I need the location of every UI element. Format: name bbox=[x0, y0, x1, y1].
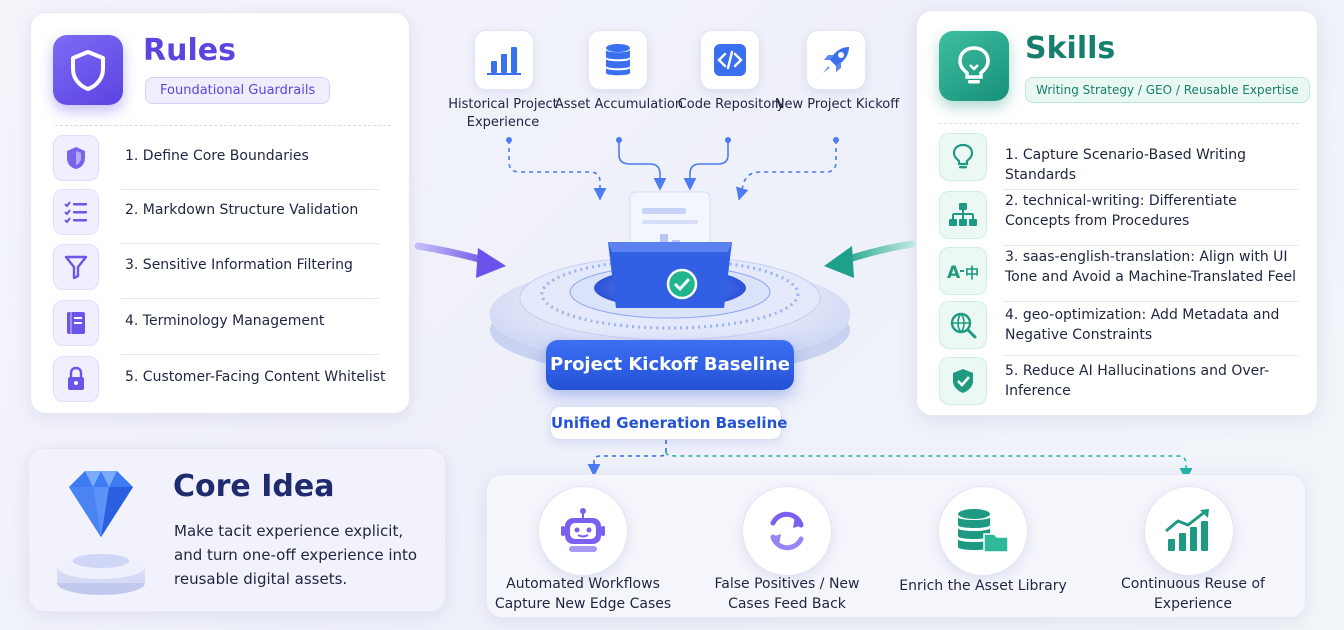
skills-title: Skills bbox=[1025, 31, 1116, 66]
hierarchy-icon bbox=[939, 191, 987, 239]
divider bbox=[1003, 245, 1299, 246]
bar-chart-icon bbox=[474, 30, 534, 90]
flow-step-label: False Positives / New Cases Feed Back bbox=[714, 576, 860, 612]
rule-item: 4. Terminology Management bbox=[53, 298, 389, 355]
robot-icon bbox=[538, 486, 628, 576]
input-label: Asset Accumulation bbox=[554, 97, 684, 112]
growth-chart-icon bbox=[1144, 486, 1234, 576]
shield-check-icon bbox=[939, 357, 987, 405]
shield-icon bbox=[53, 135, 99, 181]
rule-label: 4. Terminology Management bbox=[125, 313, 325, 329]
rule-item: 5. Customer-Facing Content Whitelist bbox=[53, 354, 389, 402]
divider bbox=[1003, 301, 1299, 302]
rule-label: 2. Markdown Structure Validation bbox=[125, 202, 359, 218]
core-idea-title: Core Idea bbox=[173, 469, 335, 504]
divider bbox=[55, 125, 391, 126]
skills-subtitle-badge: Writing Strategy / GEO / Reusable Expert… bbox=[1025, 77, 1310, 103]
skill-label: 5. Reduce AI Hallucinations and Over-Inf… bbox=[1005, 363, 1270, 399]
rule-item: 2. Markdown Structure Validation bbox=[53, 187, 389, 244]
input-label: Historical Project Experience bbox=[448, 97, 558, 130]
rules-subtitle-badge: Foundational Guardrails bbox=[145, 77, 331, 104]
unified-generation-baseline: Unified Generation Baseline bbox=[550, 406, 787, 440]
database-icon bbox=[588, 30, 648, 90]
skill-item: 5. Reduce AI Hallucinations and Over-Inf… bbox=[939, 357, 1299, 409]
divider bbox=[121, 189, 379, 190]
rules-panel: Rules Foundational Guardrails 1. Define … bbox=[30, 12, 410, 414]
divider bbox=[121, 243, 379, 244]
funnel-icon bbox=[53, 244, 99, 290]
input-label: Code Repository bbox=[677, 97, 785, 112]
svg-text:中: 中 bbox=[965, 265, 979, 282]
shield-icon bbox=[53, 35, 123, 105]
code-icon bbox=[700, 30, 760, 90]
lightbulb-icon bbox=[939, 31, 1009, 101]
checklist-icon bbox=[53, 189, 99, 235]
input-label: New Project Kickoff bbox=[774, 97, 900, 112]
skill-label: 4. geo-optimization: Add Metadata and Ne… bbox=[1005, 307, 1280, 343]
skill-label: 2. technical-writing: Differentiate Conc… bbox=[1005, 193, 1237, 229]
rule-label: 3. Sensitive Information Filtering bbox=[125, 257, 353, 273]
divider bbox=[939, 123, 1299, 124]
refresh-icon bbox=[742, 486, 832, 576]
rule-item: 1. Define Core Boundaries bbox=[53, 133, 389, 190]
book-icon bbox=[53, 300, 99, 346]
divider bbox=[1003, 355, 1299, 356]
lock-icon bbox=[53, 356, 99, 402]
lightbulb-icon bbox=[939, 133, 987, 181]
skill-label: 3. saas-english-translation: Align with … bbox=[1005, 249, 1297, 285]
skill-item: 2. technical-writing: Differentiate Conc… bbox=[939, 191, 1299, 246]
core-idea-panel: Core Idea Make tacit experience explicit… bbox=[28, 448, 446, 612]
flow-step-label: Continuous Reuse of Experience bbox=[1121, 576, 1265, 612]
skill-item: 4. geo-optimization: Add Metadata and Ne… bbox=[939, 301, 1299, 356]
rules-title: Rules bbox=[143, 33, 236, 68]
rule-label: 5. Customer-Facing Content Whitelist bbox=[125, 369, 386, 385]
svg-text:A: A bbox=[947, 263, 961, 283]
database-folder-icon bbox=[938, 486, 1028, 576]
skill-label: 1. Capture Scenario-Based Writing Standa… bbox=[1005, 147, 1247, 183]
rule-item: 3. Sensitive Information Filtering bbox=[53, 242, 389, 299]
project-kickoff-baseline[interactable]: Project Kickoff Baseline bbox=[546, 340, 794, 390]
flow-step-label: Automated Workflows Capture New Edge Cas… bbox=[494, 576, 672, 612]
skills-panel: Skills Writing Strategy / GEO / Reusable… bbox=[916, 10, 1318, 416]
flow-step-label: Enrich the Asset Library bbox=[899, 578, 1067, 594]
divider bbox=[121, 354, 379, 355]
diamond-icon bbox=[49, 463, 153, 601]
rule-label: 1. Define Core Boundaries bbox=[125, 148, 309, 164]
rocket-icon bbox=[806, 30, 866, 90]
core-idea-description: Make tacit experience explicit, and turn… bbox=[174, 522, 418, 588]
skill-item: 1. Capture Scenario-Based Writing Standa… bbox=[939, 133, 1299, 190]
divider bbox=[121, 298, 379, 299]
divider bbox=[1003, 189, 1299, 190]
search-globe-icon bbox=[939, 301, 987, 349]
